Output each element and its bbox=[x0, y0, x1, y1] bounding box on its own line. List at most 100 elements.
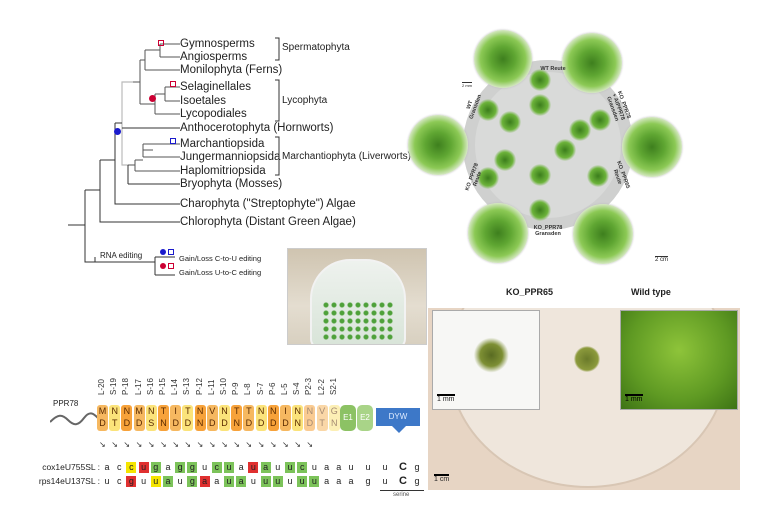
arrow-icon: ↘ bbox=[306, 440, 314, 449]
motif-top-residue: M bbox=[135, 406, 143, 416]
motif-top-residue: I bbox=[174, 406, 177, 416]
motif-bottom-residue: N bbox=[196, 418, 204, 428]
motif-top-residue: N bbox=[306, 406, 314, 416]
c-to-u-gain-dot bbox=[114, 128, 121, 135]
sequence-label: cox1eU755SL : bbox=[42, 462, 100, 472]
motif-label: S-19 bbox=[109, 378, 119, 395]
motif-top-residue: N bbox=[221, 406, 228, 416]
plantlet bbox=[587, 165, 609, 187]
protein-name: PPR78 bbox=[53, 399, 79, 408]
nucleotide: u bbox=[348, 462, 354, 472]
arrow-icon: ↘ bbox=[160, 440, 167, 449]
plantlet bbox=[529, 199, 551, 221]
motif-label: P-15 bbox=[158, 378, 167, 395]
nucleotide: a bbox=[324, 462, 330, 472]
ko-ppr65-title: KO_PPR65 bbox=[506, 287, 554, 297]
motif-bottom-residue: D bbox=[209, 418, 216, 428]
arrow-icon: ↘ bbox=[245, 440, 253, 449]
arrow-icon: ↘ bbox=[208, 440, 216, 449]
u-to-c-dot-icon bbox=[160, 263, 166, 269]
nucleotide: a bbox=[163, 476, 173, 487]
nucleotide: u bbox=[285, 462, 295, 473]
nucleotide: u bbox=[382, 476, 388, 486]
taxon-label: Anthocerotophyta (Hornworts) bbox=[180, 122, 334, 134]
motif-label: S-16 bbox=[145, 378, 155, 395]
scale-bar-2mm: 2 mm bbox=[462, 82, 472, 88]
group-label: Spermatophyta bbox=[282, 42, 350, 53]
motif-top-residue: I bbox=[284, 406, 287, 416]
nucleotide: u bbox=[224, 476, 234, 487]
nucleotide: a bbox=[165, 462, 171, 472]
rna-editing-label: RNA editing bbox=[100, 251, 143, 260]
motif-top-residue: G bbox=[330, 406, 338, 416]
taxon-label: Haplomitriopsida bbox=[180, 165, 266, 177]
motif-label: L2-2 bbox=[316, 378, 326, 395]
legend-u-to-c: Gain/Loss U-to-C editing bbox=[179, 268, 262, 277]
c-to-u-loss-icon bbox=[170, 138, 176, 144]
nucleotide: u bbox=[248, 462, 259, 473]
taxon-label: Jungermanniopsida bbox=[180, 151, 281, 163]
plant-photo bbox=[562, 33, 622, 93]
nucleotide: u bbox=[224, 462, 234, 473]
group-label: Marchantiophyta (Liverworts) bbox=[282, 151, 411, 162]
plantlet bbox=[494, 149, 516, 171]
plantlet bbox=[589, 109, 611, 131]
nucleotide: u bbox=[104, 476, 110, 486]
nucleotide: g bbox=[414, 476, 420, 486]
taxon-label: Selaginellales bbox=[180, 81, 251, 93]
e1-domain: E1 bbox=[340, 405, 356, 431]
nucleotide: c bbox=[116, 462, 122, 472]
plant-photo bbox=[408, 115, 468, 175]
motif-bottom-residue: N bbox=[331, 418, 338, 428]
motif-label: S-7 bbox=[255, 382, 265, 395]
nucleotide: g bbox=[365, 476, 371, 486]
tree-branches bbox=[68, 37, 280, 276]
nucleotide: u bbox=[250, 476, 256, 486]
nucleotide: g bbox=[187, 462, 198, 473]
u-to-c-loss-icon bbox=[158, 40, 164, 46]
motif-bottom-residue: D bbox=[99, 418, 106, 428]
taxon-label: Charophyta ("Streptophyte") Algae bbox=[180, 198, 356, 210]
arrow-icon: ↘ bbox=[257, 440, 265, 449]
motif-label: S2-1 bbox=[328, 378, 338, 395]
taxon-label: Marchantiopsida bbox=[180, 138, 265, 150]
arrow-icon: ↘ bbox=[269, 440, 277, 449]
motif-top-residue: N bbox=[123, 406, 131, 416]
taxon-label: Angiosperms bbox=[180, 51, 248, 63]
nucleotide: a bbox=[214, 476, 220, 486]
motif-top-residue: N bbox=[257, 406, 265, 416]
nucleotide: u bbox=[150, 476, 161, 487]
nucleotide: a bbox=[324, 476, 330, 486]
nucleotide: a bbox=[336, 462, 342, 472]
motif-bottom-residue: D bbox=[270, 418, 277, 428]
motif-bottom-residue: N bbox=[294, 418, 301, 428]
nucleotide: a bbox=[260, 462, 271, 473]
motif-label: P-18 bbox=[121, 378, 131, 395]
legend-c-to-u: Gain/Loss C-to-U editing bbox=[179, 254, 262, 263]
motif-label: L-11 bbox=[206, 379, 216, 395]
motif-bottom-residue: D bbox=[135, 418, 143, 428]
nucleotide: u bbox=[141, 476, 147, 486]
motif-top-residue: T bbox=[233, 406, 240, 416]
c-to-u-dot-icon bbox=[160, 249, 166, 255]
motif-label: S-4 bbox=[292, 382, 302, 395]
nucleotide: g bbox=[414, 462, 420, 472]
wild-type-title: Wild type bbox=[631, 287, 671, 297]
arrow-icon: ↘ bbox=[233, 440, 240, 449]
motif-bottom-residue: N bbox=[233, 418, 240, 428]
plate-label: WT Reute bbox=[540, 66, 566, 72]
nucleotide: a bbox=[104, 462, 110, 472]
plant-photo bbox=[622, 117, 682, 177]
motif-label: S-10 bbox=[219, 378, 228, 395]
